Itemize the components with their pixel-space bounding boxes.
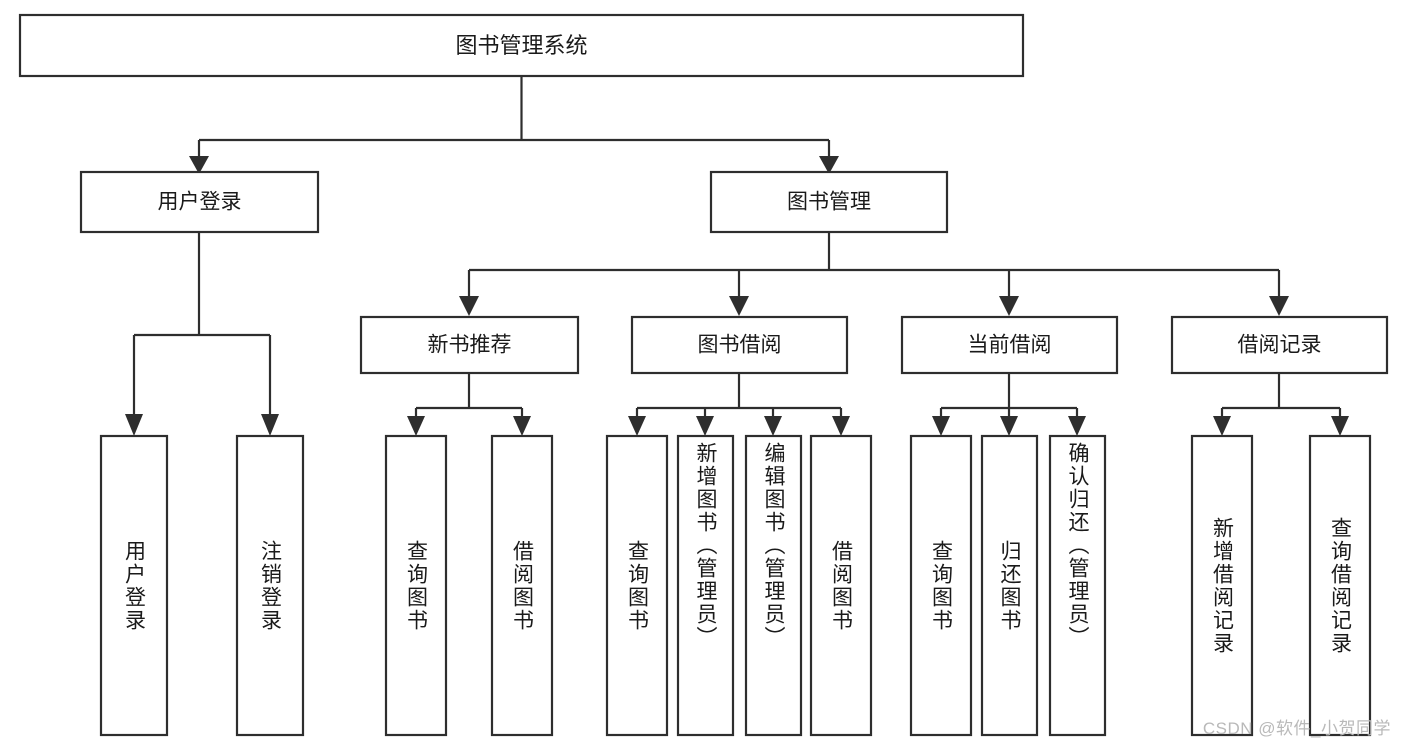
connector-group-user-login <box>125 232 279 436</box>
node-new-book-recommend-label: 新书推荐 <box>428 334 512 357</box>
arrow-leaf-borrow-book-1 <box>513 416 531 436</box>
arrow-to-borrow-record <box>1269 296 1289 316</box>
node-root-label: 图书管理系统 <box>455 33 587 58</box>
node-user-login-box[interactable] <box>79 170 320 234</box>
node-leaf-query-record-box[interactable] <box>1308 434 1372 737</box>
node-book-borrow-label: 图书借阅 <box>698 334 782 357</box>
node-root-box[interactable] <box>18 13 1025 78</box>
node-borrow-record-box[interactable] <box>1170 315 1389 375</box>
node-book-borrow-box[interactable] <box>630 315 849 375</box>
node-current-borrow[interactable]: 当前借阅 <box>900 315 1119 375</box>
connector-group-book-borrow <box>628 373 850 436</box>
node-current-borrow-box[interactable] <box>900 315 1119 375</box>
arrow-leaf-user-login <box>125 414 143 436</box>
arrow-to-book-manage <box>819 156 839 174</box>
arrow-leaf-query-book-2 <box>628 416 646 436</box>
node-book-manage-box[interactable] <box>709 170 949 234</box>
node-book-borrow[interactable]: 图书借阅 <box>630 315 849 375</box>
arrow-to-book-borrow <box>729 296 749 316</box>
arrow-leaf-query-book-1 <box>407 416 425 436</box>
node-leaf-edit-book-box[interactable] <box>744 434 803 737</box>
arrow-leaf-borrow-book-2 <box>832 416 850 436</box>
arrow-leaf-query-record <box>1331 416 1349 436</box>
node-borrow-record[interactable]: 借阅记录 <box>1170 315 1389 375</box>
node-leaf-add-record-box[interactable] <box>1190 434 1254 737</box>
node-new-book-recommend[interactable]: 新书推荐 <box>359 315 580 375</box>
node-borrow-record-label: 借阅记录 <box>1238 334 1322 357</box>
node-leaf-return-book-box[interactable] <box>980 434 1039 737</box>
node-leaf-confirm-return-box[interactable] <box>1048 434 1107 737</box>
node-leaf-user-login-box[interactable] <box>99 434 169 737</box>
node-leaf-borrow-book-1-box[interactable] <box>490 434 554 737</box>
node-user-login-label: 用户登录 <box>158 191 242 214</box>
connector-group-new-book-recommend <box>407 373 531 436</box>
arrow-leaf-add-book <box>696 416 714 436</box>
arrow-leaf-return-book <box>1000 416 1018 436</box>
node-new-book-recommend-box[interactable] <box>359 315 580 375</box>
arrow-leaf-edit-book <box>764 416 782 436</box>
arrow-to-new-book-recommend <box>459 296 479 316</box>
connector-group-book-manage <box>459 232 1289 316</box>
node-leaf-borrow-book-2-box[interactable] <box>809 434 873 737</box>
arrow-to-user-login <box>189 156 209 174</box>
node-leaf-user-logout-box[interactable] <box>235 434 305 737</box>
node-user-login[interactable]: 用户登录 <box>79 170 320 234</box>
node-leaf-query-book-2-box[interactable] <box>605 434 669 737</box>
node-leaf-add-book-box[interactable] <box>676 434 735 737</box>
arrow-leaf-query-book-3 <box>932 416 950 436</box>
arrow-leaf-user-logout <box>261 414 279 436</box>
connector-group-borrow-record <box>1213 373 1349 436</box>
node-book-manage[interactable]: 图书管理 <box>709 170 949 234</box>
arrow-leaf-add-record <box>1213 416 1231 436</box>
node-leaf-query-book-3-box[interactable] <box>909 434 973 737</box>
connector-group-root <box>189 76 839 174</box>
connector-group-current-borrow <box>932 373 1086 436</box>
node-root[interactable]: 图书管理系统 <box>18 13 1025 78</box>
arrow-to-current-borrow <box>999 296 1019 316</box>
watermark: CSDN @软件_小贺同学 <box>1202 719 1391 738</box>
arrow-leaf-confirm-return <box>1068 416 1086 436</box>
node-current-borrow-label: 当前借阅 <box>968 334 1052 357</box>
node-leaf-query-book-1-box[interactable] <box>384 434 448 737</box>
node-book-manage-label: 图书管理 <box>787 191 871 214</box>
